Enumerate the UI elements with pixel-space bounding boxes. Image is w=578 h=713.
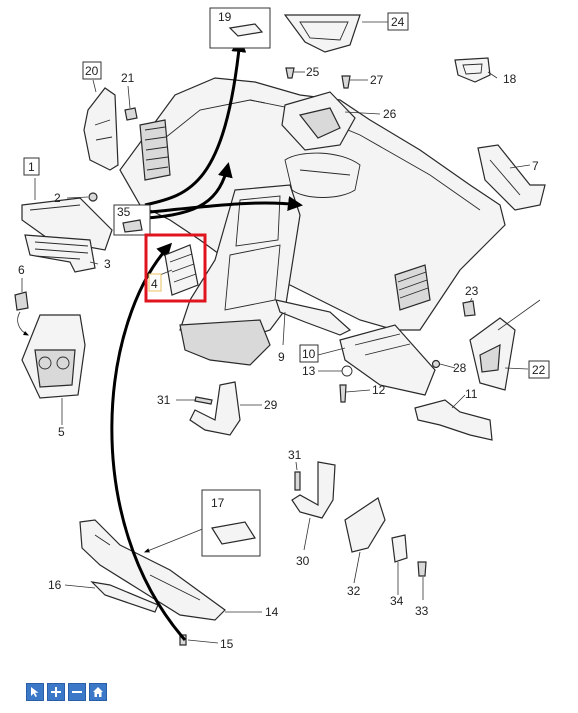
callout-18: 18 <box>503 72 517 86</box>
part-10-vent <box>339 324 436 396</box>
home-icon <box>93 687 103 697</box>
callout-14: 14 <box>265 605 279 619</box>
part-33-screw <box>417 561 427 577</box>
callout-5: 5 <box>58 425 65 439</box>
callout-4: 4 <box>151 277 158 291</box>
callout-19: 19 <box>218 10 232 24</box>
part-27-screw <box>341 75 351 89</box>
zoom-in-button[interactable] <box>47 683 65 701</box>
callout-2: 2 <box>54 191 61 205</box>
part-25-screw <box>285 67 295 79</box>
part-7-bracket <box>477 144 546 211</box>
inset-17 <box>201 489 261 557</box>
callout-28: 28 <box>453 361 467 375</box>
callout-labels: 1 2 3 4 5 6 7 9 10 11 12 13 14 15 16 17 … <box>18 10 550 651</box>
part-22-panel <box>469 317 516 391</box>
part-13-washer <box>341 365 353 377</box>
leader-lines <box>21 21 531 644</box>
viewer-toolbar <box>26 683 107 701</box>
cursor-icon <box>31 687 39 697</box>
part-11-bracket <box>414 399 493 441</box>
part-12-bolt <box>339 384 347 403</box>
callout-31-b: 31 <box>288 448 302 462</box>
home-button[interactable] <box>89 683 107 701</box>
callout-25: 25 <box>306 65 320 79</box>
callout-1: 1 <box>28 160 35 174</box>
part-6-bracket <box>14 291 29 311</box>
part-24-lid <box>283 14 361 53</box>
callout-35: 35 <box>117 205 131 219</box>
part-26-tray <box>281 91 356 151</box>
callout-24: 24 <box>391 15 405 29</box>
part-34-plate <box>391 534 408 563</box>
part-23-clip <box>462 300 476 317</box>
part-29-bracket <box>189 381 241 436</box>
callout-17: 17 <box>211 496 225 510</box>
part-20-panel <box>83 87 119 171</box>
callout-31-a: 31 <box>157 393 171 407</box>
callout-22: 22 <box>532 363 546 377</box>
center-console <box>179 184 301 366</box>
callout-10: 10 <box>302 347 316 361</box>
part-32-block <box>344 497 386 553</box>
callout-23: 23 <box>465 284 479 298</box>
callout-27: 27 <box>370 73 384 87</box>
callout-29: 29 <box>264 398 278 412</box>
part-9-trim <box>275 299 352 336</box>
part-31-screw-b <box>294 471 301 491</box>
part-3-vent <box>24 234 96 273</box>
part-28-screw <box>431 359 441 369</box>
part-31-screw-a <box>194 396 213 405</box>
zoom-out-button[interactable] <box>68 683 86 701</box>
callout-3: 3 <box>104 257 111 271</box>
callout-34: 34 <box>390 594 404 608</box>
part-16-strip <box>90 581 159 613</box>
callout-12: 12 <box>372 383 386 397</box>
callout-15: 15 <box>220 637 234 651</box>
part-5-bezel <box>21 314 86 399</box>
plus-icon <box>51 687 61 697</box>
minus-icon <box>72 691 82 693</box>
callout-33: 33 <box>415 604 429 618</box>
callout-7: 7 <box>532 159 539 173</box>
inset-35 <box>113 204 151 236</box>
part-4-highlight[interactable] <box>144 233 207 303</box>
callout-16: 16 <box>48 578 62 592</box>
part-30-bracket <box>291 461 336 519</box>
callout-13: 13 <box>302 364 316 378</box>
inset-19 <box>209 7 271 49</box>
callout-20: 20 <box>85 64 99 78</box>
callout-6: 6 <box>18 263 25 277</box>
part-14-panel <box>79 519 226 621</box>
callout-30: 30 <box>296 554 310 568</box>
part-21-clip <box>124 107 138 121</box>
pointer-button[interactable] <box>26 683 44 701</box>
part-2-clip <box>88 192 98 202</box>
part-1-cover <box>21 197 113 251</box>
callout-9: 9 <box>278 350 285 364</box>
part-18-clip <box>454 57 491 83</box>
callout-26: 26 <box>383 107 397 121</box>
callout-11: 11 <box>465 387 478 401</box>
dashboard-panel <box>119 77 506 331</box>
callout-21: 21 <box>121 71 135 85</box>
callout-32: 32 <box>347 584 361 598</box>
